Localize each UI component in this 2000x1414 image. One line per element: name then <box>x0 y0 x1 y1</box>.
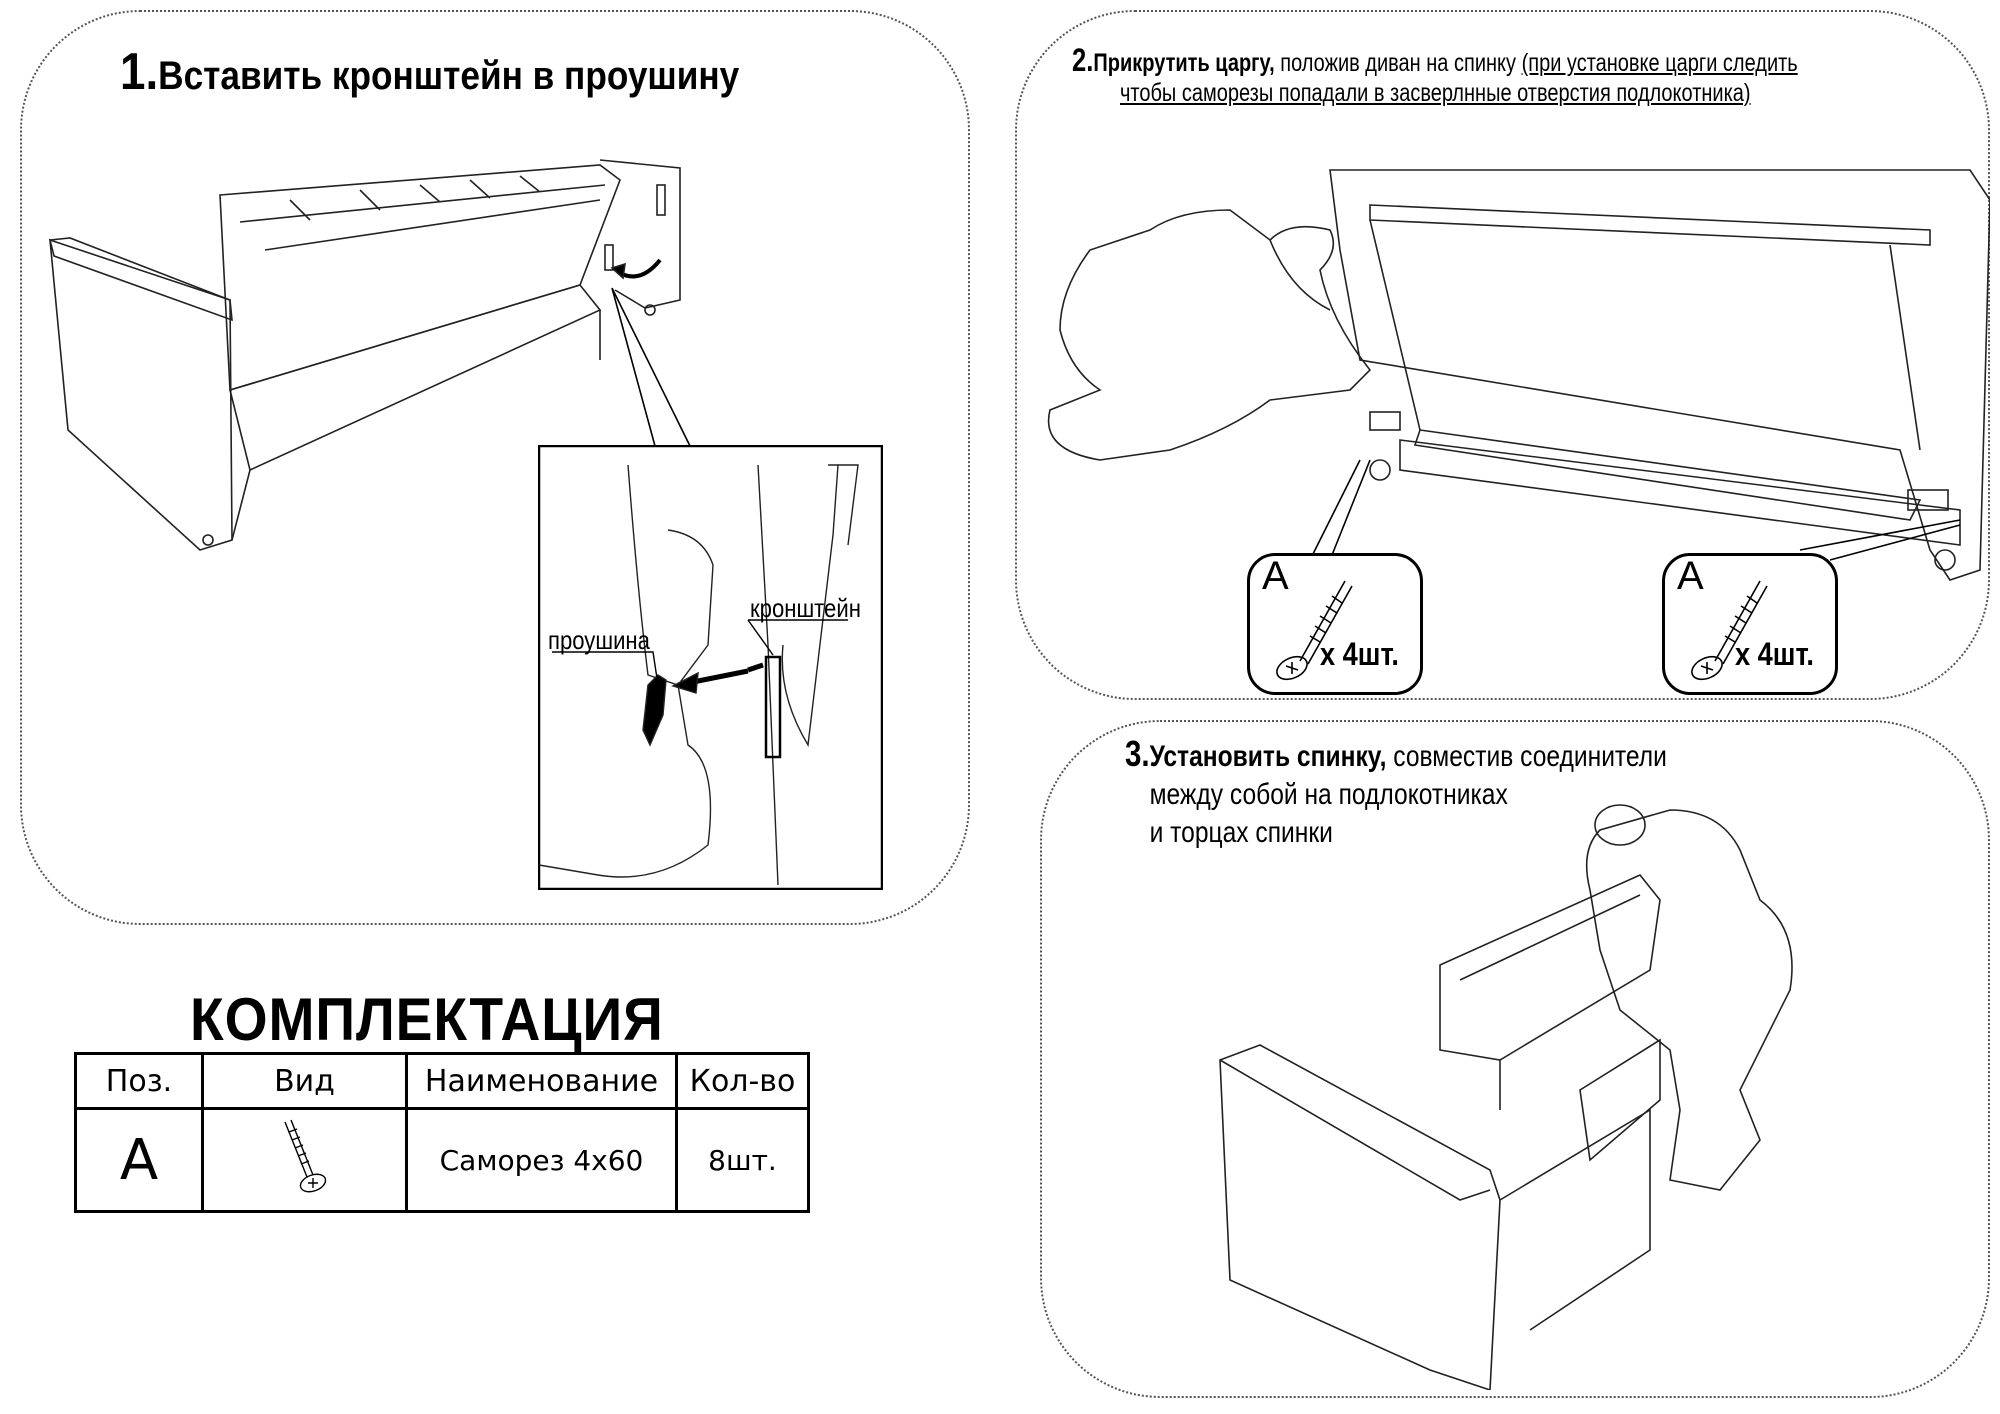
kit-title: КОМПЛЕКТАЦИЯ <box>190 986 664 1053</box>
eyelet-plate <box>642 674 667 747</box>
step-line-3: и торцах спинки <box>1149 816 1333 849</box>
rail <box>1399 439 1961 546</box>
bracket-label: кронштейн <box>750 593 861 623</box>
header-position: Поз. <box>74 1052 204 1110</box>
step-title-text: положив диван на спинку <box>1274 49 1522 77</box>
step-number: 1. <box>120 43 159 101</box>
screw-icon <box>1276 580 1353 681</box>
fastener-quantity: x 4шт. <box>1320 636 1399 672</box>
fastener-letter: A <box>1677 554 1704 598</box>
worker-kneeling <box>1047 209 1372 461</box>
screw-icon <box>1691 580 1768 681</box>
step-3-panel <box>1040 720 1990 1398</box>
sofa-back <box>219 164 621 392</box>
sofa-rear-illustration <box>48 159 681 551</box>
zoom-leader-lines <box>611 287 691 447</box>
step-title-bold: Прикрутить царгу, <box>1093 49 1275 77</box>
step-2-title: 2.Прикрутить царгу, положив диван на спи… <box>1072 42 1798 108</box>
step-note-line-1: (при установке царги следить <box>1521 49 1798 77</box>
fastener-callout-left: A x 4шт. <box>1247 553 1423 695</box>
cell-position: A <box>74 1107 204 1213</box>
cell-name: Саморез 4х60 <box>405 1107 678 1213</box>
step-2-panel <box>1015 10 1990 700</box>
cell-view <box>201 1107 408 1213</box>
step-3-title: 3.Установить спинку, совместив соедините… <box>1125 735 1667 852</box>
bracket-detail-inset <box>538 445 883 890</box>
step-line-2: между собой на подлокотниках <box>1149 778 1508 811</box>
step-1-title: 1.Вставить кронштейн в проушину <box>120 42 739 102</box>
step-note-line-2: чтобы саморезы попадали в засверлнные от… <box>1120 79 1751 107</box>
screw-icon <box>283 1119 326 1192</box>
eyelet-label: проушина <box>548 625 650 655</box>
fastener-letter: A <box>1262 554 1289 598</box>
header-view: Вид <box>201 1052 408 1110</box>
worker-standing <box>1585 809 1793 1191</box>
sofa-back-frame <box>1329 169 1990 581</box>
step-title-bold: Установить спинку, <box>1149 740 1387 773</box>
armrest <box>1219 1044 1501 1390</box>
backrest-install-illustration <box>1219 804 1793 1390</box>
backrest <box>1439 874 1661 1061</box>
bracket-part <box>764 655 782 759</box>
cell-quantity: 8шт. <box>675 1107 810 1213</box>
leader-line <box>1309 459 1371 561</box>
step-number: 3. <box>1125 733 1150 774</box>
header-quantity: Кол-во <box>675 1052 810 1110</box>
step-title-text: Вставить кронштейн в проушину <box>158 54 740 98</box>
step-1-panel <box>20 10 970 925</box>
step-title-text: совместив соединители <box>1386 740 1667 773</box>
table-row: A Саморез 4х60 8шт. <box>74 1107 810 1213</box>
armrest-right <box>599 159 681 309</box>
header-name: Наименование <box>405 1052 678 1110</box>
fastener-callout-right: A x 4шт. <box>1662 553 1838 695</box>
kit-table: Поз. Вид Наименование Кол-во A Саморез 4… <box>74 1052 810 1213</box>
sofa-frame-assembly-illustration <box>1047 169 1990 581</box>
fastener-quantity: x 4шт. <box>1735 636 1814 672</box>
kit-table-header: Поз. Вид Наименование Кол-во <box>74 1052 810 1110</box>
step-number: 2. <box>1072 42 1094 78</box>
